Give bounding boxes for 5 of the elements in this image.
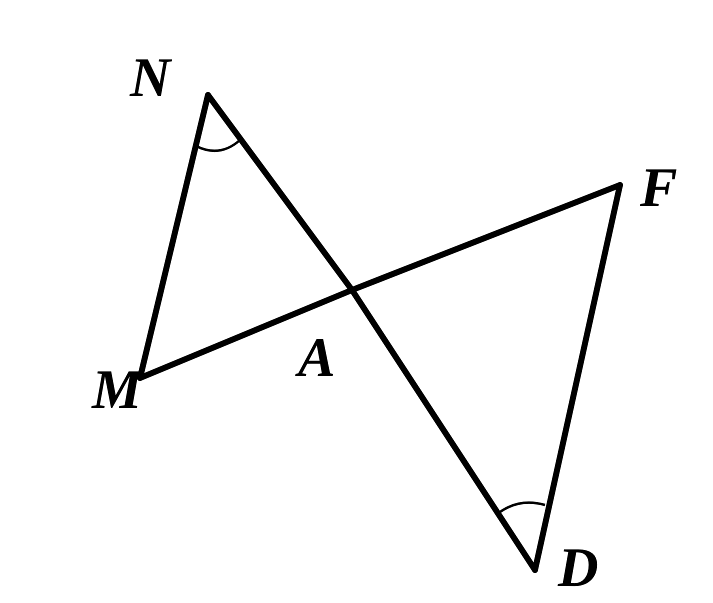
vertex-label: M [92,362,142,418]
vertex-label: F [640,160,678,216]
vertex-label: D [558,540,598,596]
vertex-label: N [130,50,170,106]
line-segment [532,182,623,573]
